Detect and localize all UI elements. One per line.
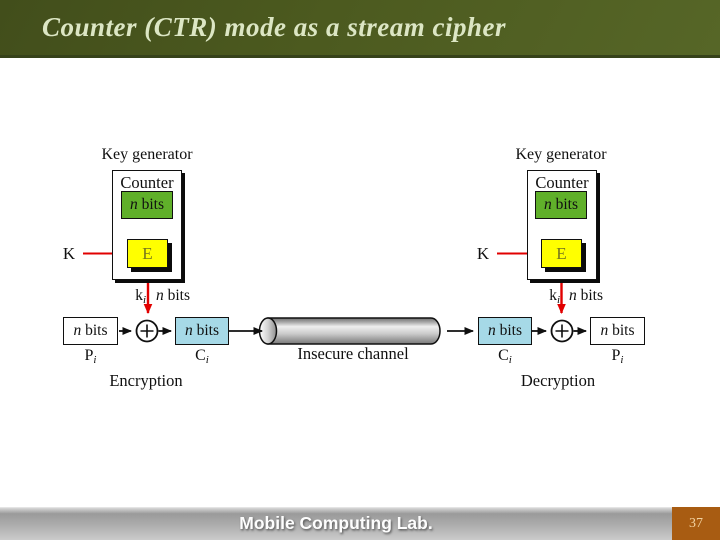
page-title: Counter (CTR) mode as a stream cipher xyxy=(42,12,507,42)
enc-ciphertext-box: n bits xyxy=(175,317,229,345)
insecure-channel-cylinder xyxy=(267,317,441,345)
footer-lab-name: Mobile Computing Lab. xyxy=(239,513,433,533)
dec-plaintext-label: Pi xyxy=(611,347,624,366)
dec-ciphertext-box: n bits xyxy=(478,317,532,345)
enc-cipher-box: E xyxy=(127,239,168,268)
enc-counter-bits-box: n bits xyxy=(121,191,173,219)
enc-key-label: K xyxy=(62,244,76,263)
page-number-badge: 37 xyxy=(672,507,720,540)
xor-decryption xyxy=(550,319,574,343)
dec-ciphertext-label: Ci xyxy=(498,347,512,366)
footer-bar xyxy=(0,507,720,540)
enc-plaintext-label: Pi xyxy=(84,347,97,366)
page-number: 37 xyxy=(689,515,703,531)
insecure-channel-label: Insecure channel xyxy=(297,344,409,363)
dec-plaintext-box: n bits xyxy=(590,317,645,345)
enc-section-label: Encryption xyxy=(109,371,183,390)
cylinder-left-cap xyxy=(258,317,278,345)
title-bar: Counter (CTR) mode as a stream cipher xyxy=(0,0,720,58)
dec-counter-bits-box: n bits xyxy=(535,191,587,219)
enc-keystream-bits-label: n bits xyxy=(156,287,191,304)
dec-keystream-bits-label: n bits xyxy=(569,287,604,304)
dec-keygen-label: Key generator xyxy=(515,146,607,163)
dec-section-label: Decryption xyxy=(520,371,596,390)
xor-encryption xyxy=(135,319,159,343)
dec-keystream-label: ki xyxy=(549,287,560,306)
dec-key-label: K xyxy=(476,244,490,263)
dec-counter-label: Counter xyxy=(535,173,589,192)
enc-ciphertext-label: Ci xyxy=(195,347,209,366)
dec-cipher-box: E xyxy=(541,239,582,268)
enc-keystream-label: ki xyxy=(135,287,146,306)
enc-keygen-label: Key generator xyxy=(101,146,193,163)
enc-plaintext-box: n bits xyxy=(63,317,118,345)
enc-counter-label: Counter xyxy=(120,173,174,192)
